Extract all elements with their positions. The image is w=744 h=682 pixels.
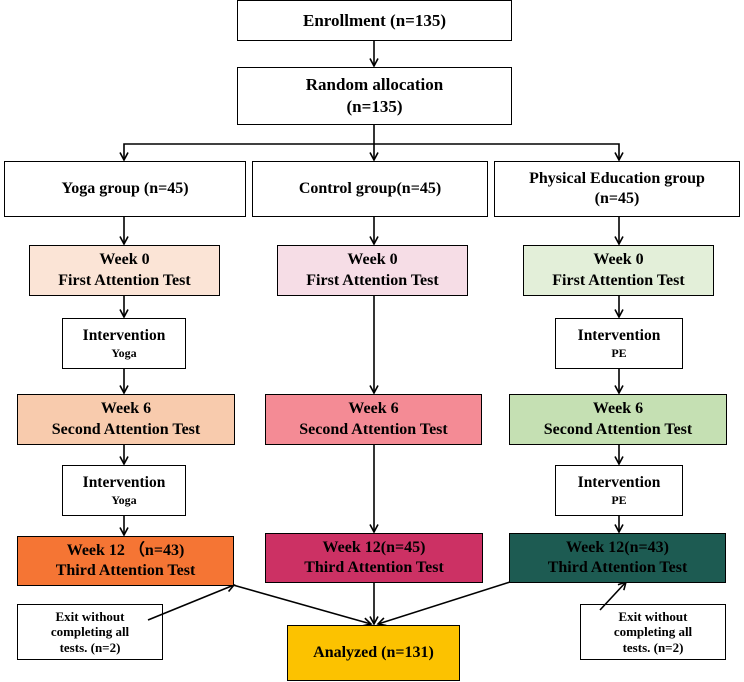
pe-week12-line1: Week 12(n=43) [566,538,669,556]
pe-intervention1-line1: Intervention [577,326,661,344]
random-allocation-box: Random allocation (n=135) [237,67,512,125]
yoga-week0-box: Week 0 First Attention Test [29,245,220,296]
yoga-intervention1-box: Intervention Yoga [62,318,186,369]
pe-intervention1-box: Intervention PE [555,318,683,369]
yoga-week12-box: Week 12 （n=43) Third Attention Test [17,536,234,586]
control-group-box: Control group(n=45) [252,161,488,217]
yoga-exit-line1: Exit without [55,608,125,624]
pe-week12-box: Week 12(n=43) Third Attention Test [509,533,726,583]
pe-intervention1-line2: PE [611,345,627,360]
pe-week6-line2: Second Attention Test [543,420,693,438]
pe-week6-line1: Week 6 [592,400,644,418]
pe-intervention2-line1: Intervention [577,473,661,491]
yoga-week0-line1: Week 0 [99,251,150,269]
arrow-split-pe [374,143,619,160]
yoga-group-label: Yoga group (n=45) [61,179,189,197]
yoga-intervention1-line2: Yoga [111,345,137,360]
yoga-week0-line2: First Attention Test [58,271,191,289]
arrow-split-yoga [124,143,374,160]
control-week12-line2: Third Attention Test [304,559,444,576]
pe-week12-line2: Third Attention Test [547,559,688,576]
yoga-exit-box: Exit without completing all tests. (n=2) [17,604,163,660]
control-week6-line1: Week 6 [348,400,399,418]
pe-week6-box: Week 6 Second Attention Test [509,394,727,445]
pe-exit-line1: Exit without [618,608,688,624]
pe-group-box: Physical Education group (n=45) [494,161,740,217]
pe-exit-line2: completing all [613,624,693,640]
yoga-week6-line1: Week 6 [100,400,152,418]
enrollment-box: Enrollment (n=135) [237,0,512,41]
control-week12-box: Week 12(n=45) Third Attention Test [265,533,483,583]
yoga-intervention2-box: Intervention Yoga [62,465,186,516]
analyzed-label: Analyzed (n=131) [313,643,434,661]
control-week0-line1: Week 0 [347,251,398,269]
allocation-line2: (n=135) [346,97,403,116]
pe-week0-line1: Week 0 [593,251,644,269]
yoga-exit-line2: completing all [50,624,130,640]
control-week0-line2: First Attention Test [306,271,439,289]
yoga-week6-box: Week 6 Second Attention Test [17,394,235,445]
yoga-intervention2-line1: Intervention [82,473,166,491]
arrow-pe-week12-analyzed [378,581,511,624]
allocation-line1: Random allocation [305,75,444,95]
yoga-week12-line1: Week 12 （n=43) [66,541,185,559]
pe-intervention2-line2: PE [611,492,627,507]
yoga-exit-line3: tests. (n=2) [59,639,121,655]
enrollment-label: Enrollment (n=135) [302,10,446,30]
pe-group-line1: Physical Education group [529,169,705,187]
yoga-week6-line2: Second Attention Test [51,420,201,438]
pe-exit-box: Exit without completing all tests. (n=2) [580,604,726,660]
yoga-group-box: Yoga group (n=45) [4,161,246,217]
yoga-week12-line2: Third Attention Test [55,562,196,579]
arrow-pe-exit [599,582,626,611]
control-week0-box: Week 0 First Attention Test [277,245,468,296]
control-group-label: Control group(n=45) [298,179,442,197]
control-week6-line2: Second Attention Test [299,420,448,438]
pe-intervention2-box: Intervention PE [555,465,683,516]
pe-exit-line3: tests. (n=2) [622,639,684,655]
control-week12-line1: Week 12(n=45) [322,538,426,556]
pe-week0-box: Week 0 First Attention Test [523,245,714,296]
analyzed-box: Analyzed (n=131) [287,625,460,681]
yoga-intervention2-line2: Yoga [111,492,137,507]
yoga-intervention1-line1: Intervention [82,326,166,344]
arrow-yoga-week12-analyzed [232,584,371,624]
control-week6-box: Week 6 Second Attention Test [265,394,482,445]
pe-week0-line2: First Attention Test [552,271,685,289]
pe-group-line2: (n=45) [594,190,640,207]
